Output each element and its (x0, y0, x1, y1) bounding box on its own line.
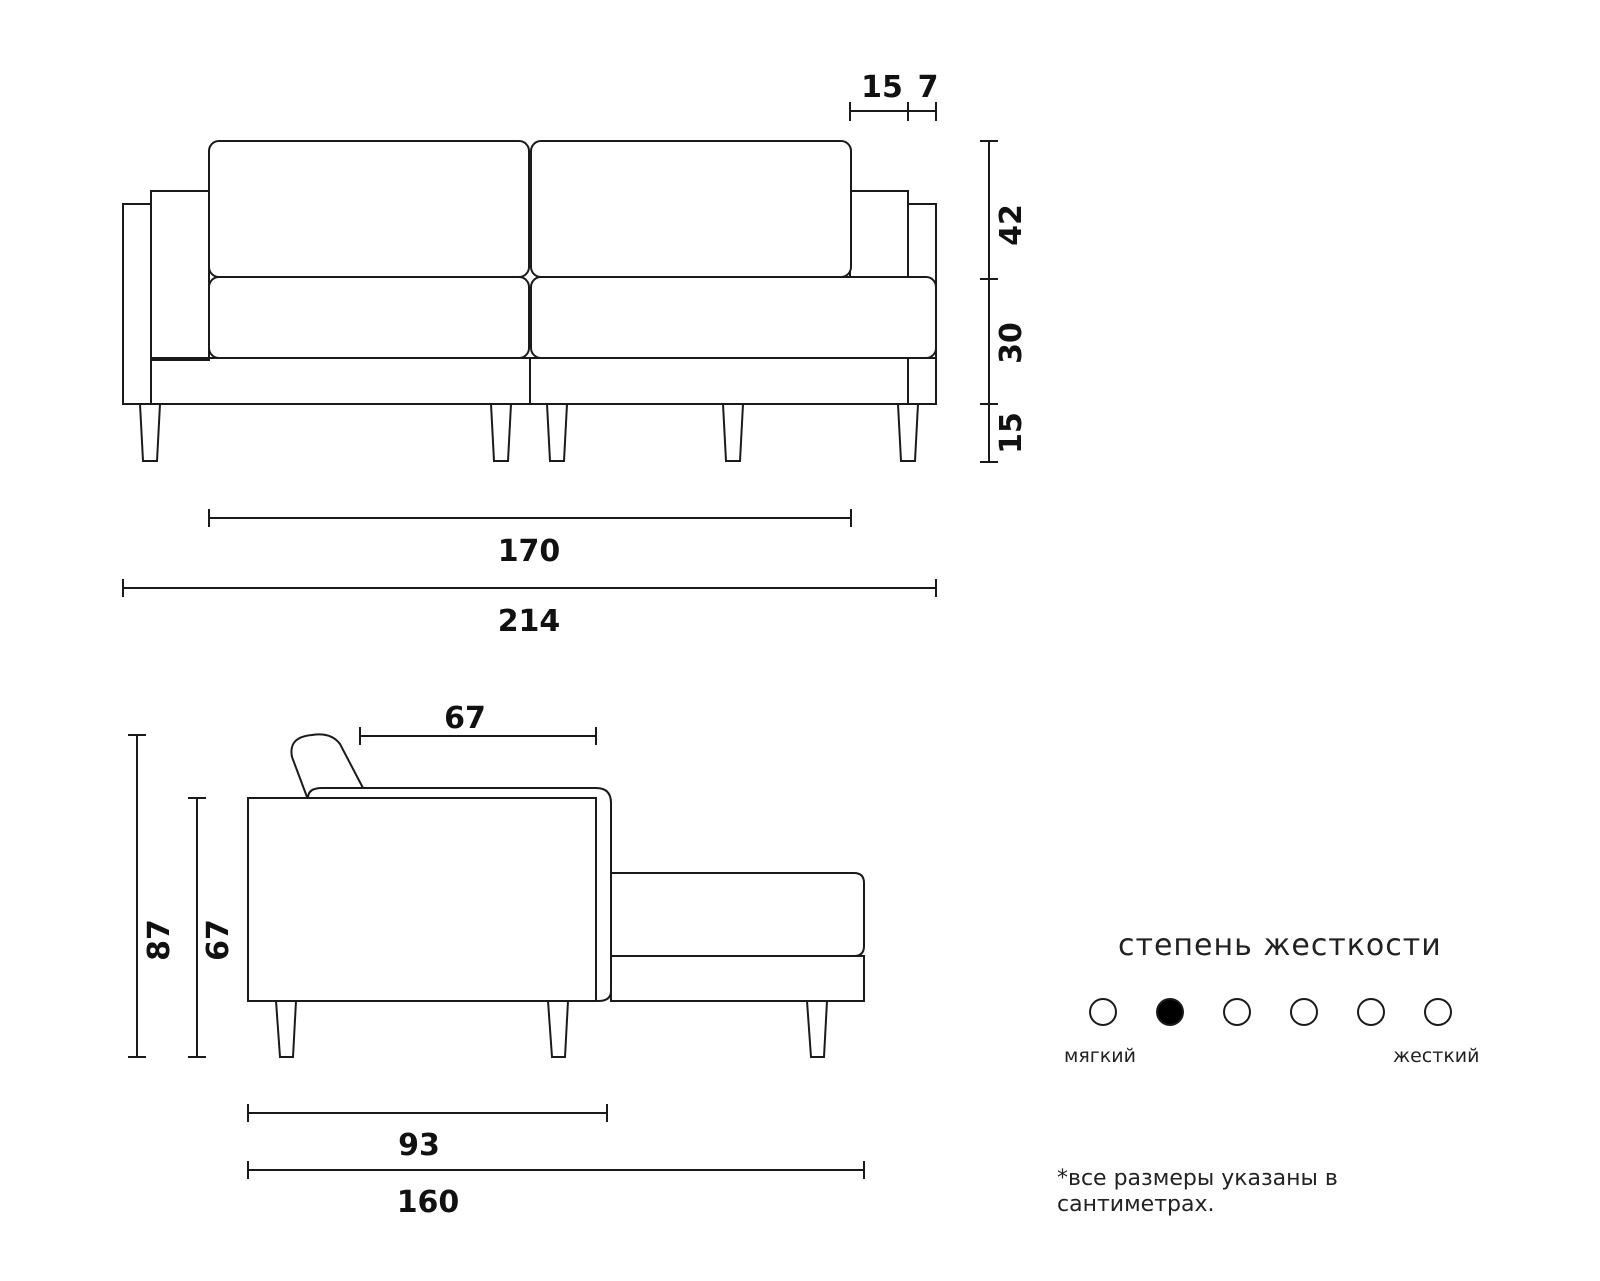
sofa-base (150, 357, 937, 405)
back-cushion-right (530, 140, 852, 278)
firmness-level-dot-2 (1156, 998, 1184, 1026)
leg (896, 403, 920, 462)
firmness-label-soft: мягкий (1064, 1045, 1136, 1067)
leg (138, 403, 162, 462)
left-inner-arm (150, 190, 210, 361)
dim-total-depth: 160 (397, 1185, 460, 1220)
leg (805, 1000, 829, 1058)
right-inner-arm (849, 190, 909, 278)
firmness-level-dot-1 (1089, 998, 1117, 1026)
firmness-level-dot-6 (1424, 998, 1452, 1026)
firmness-label-hard: жесткий (1393, 1045, 1480, 1067)
left-outer-arm (122, 203, 152, 405)
chaise-base (610, 955, 865, 1002)
dim-armrest-width: 15 (861, 70, 903, 105)
dim-leg-height: 15 (994, 412, 1029, 454)
firmness-level-dot-5 (1357, 998, 1385, 1026)
dim-seat-height: 30 (994, 322, 1029, 364)
dim-body-height: 67 (201, 919, 236, 961)
leg (545, 403, 569, 462)
leg (546, 1000, 570, 1058)
dim-armrest-thin: 7 (918, 70, 939, 105)
side-back-cushion (306, 787, 612, 1002)
units-note-line-1: *все размеры указаны в (1057, 1166, 1338, 1191)
dim-total-height: 87 (142, 919, 177, 961)
leg (274, 1000, 298, 1058)
side-panel (247, 797, 597, 1002)
seat-cushion-left (208, 276, 530, 359)
units-note: *все размеры указаны в сантиметрах. (1057, 1166, 1338, 1218)
back-cushion-left (208, 140, 530, 278)
side-view-dimension-lines (128, 727, 865, 1179)
front-view-drawing (122, 140, 937, 462)
dim-seat-depth: 93 (398, 1128, 440, 1163)
seat-cushion-right (530, 276, 937, 359)
dim-top-depth: 67 (444, 701, 486, 736)
firmness-level-dot-4 (1290, 998, 1318, 1026)
headrest (290, 733, 365, 799)
firmness-level-dot-3 (1223, 998, 1251, 1026)
firmness-title: степень жесткости (1118, 928, 1442, 963)
dim-back-height: 42 (994, 204, 1029, 246)
side-view-drawing (247, 733, 865, 1058)
dim-total-width: 214 (498, 604, 561, 639)
leg (489, 403, 513, 462)
chaise-seat-cushion (610, 872, 865, 957)
dim-inner-width: 170 (498, 534, 561, 569)
leg (721, 403, 745, 462)
front-view-dimension-lines (122, 102, 998, 597)
units-note-line-2: сантиметрах. (1057, 1192, 1215, 1217)
